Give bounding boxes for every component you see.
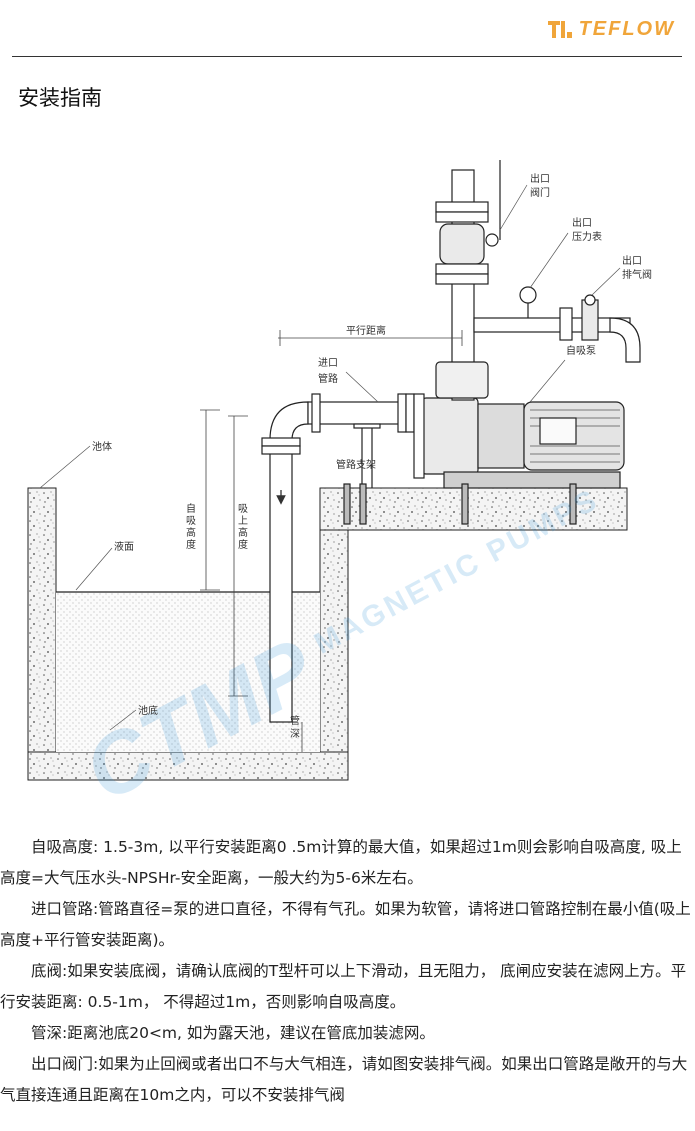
- label-vent-valve-2: 排气阀: [622, 268, 652, 281]
- label-self-priming-height-2: 吸: [186, 516, 196, 527]
- label-pool-bottom: 池底: [138, 704, 158, 717]
- brand-logo: TEFLOW: [547, 18, 675, 40]
- label-suction-height: 吸 上 高 度: [238, 504, 248, 551]
- dimension-lines: [200, 330, 463, 752]
- label-self-priming-height: 自 吸 高 度: [186, 502, 196, 551]
- label-suction-height-4: 度: [238, 538, 248, 551]
- page-title: 安装指南: [18, 86, 102, 110]
- note-inlet-pipe: 进口管路:管路直径=泵的进口直径，不得有气孔。如果为软管，请将进口管路控制在最小…: [0, 900, 691, 949]
- label-parallel-distance: 平行距离: [346, 324, 386, 337]
- label-pipe-support: 管路支架: [336, 458, 376, 471]
- installation-diagram: CTMP MAGNETIC PUMPS 出口 阀门 出口 压力表 出口 排气阀 …: [27, 160, 652, 800]
- note-outlet-valve: 出口阀门:如果为止回阀或者出口不与大气相连，请如图安装排气阀。如果出口管路是敞开…: [0, 1055, 688, 1104]
- discharge-pipe: [435, 160, 641, 401]
- pump-assembly: [343, 393, 625, 525]
- label-suction-height-1: 吸: [238, 504, 248, 515]
- label-outlet-valve-2: 阀门: [530, 186, 550, 199]
- label-pool-body: 池体: [92, 440, 112, 453]
- label-liquid-level: 液面: [114, 540, 134, 553]
- logo-text: TEFLOW: [578, 17, 675, 40]
- label-pipe-depth-2: 深: [290, 728, 300, 740]
- note-pipe-depth: 管深:距离池底20<m, 如为露天池，建议在管底加装滤网。: [31, 1024, 435, 1042]
- label-inlet-pipe-2: 管路: [318, 372, 338, 385]
- label-suction-height-3: 高: [238, 526, 248, 539]
- label-pressure-gauge-1: 出口: [572, 216, 592, 229]
- note-foot-valve: 底阀:如果安装底阀，请确认底阀的T型杆可以上下滑动，且无阻力， 底闸应安装在滤网…: [0, 962, 687, 1011]
- label-self-priming-pump: 自吸泵: [566, 344, 596, 357]
- note-self-priming-height: 自吸高度: 1.5-3m, 以平行安装距离0 .5m计算的最大值，如果超过1m则…: [0, 838, 682, 887]
- pipe-support: [353, 423, 381, 488]
- label-vent-valve-1: 出口: [622, 254, 642, 267]
- installation-notes: 自吸高度: 1.5-3m, 以平行安装距离0 .5m计算的最大值，如果超过1m则…: [0, 832, 695, 1111]
- suction-pipe: [261, 393, 415, 723]
- label-self-priming-height-4: 度: [186, 538, 196, 551]
- label-inlet-pipe-1: 进口: [318, 357, 338, 369]
- label-pipe-depth: 管 深: [290, 714, 300, 740]
- label-pressure-gauge-2: 压力表: [572, 230, 602, 243]
- label-self-priming-height-3: 高: [186, 526, 196, 539]
- label-outlet-valve-1: 出口: [530, 172, 550, 185]
- label-self-priming-height-1: 自: [186, 502, 196, 515]
- header-divider: [12, 56, 682, 57]
- logo-mark-icon: [547, 21, 572, 38]
- label-suction-height-2: 上: [238, 515, 248, 527]
- label-pipe-depth-1: 管: [290, 714, 300, 727]
